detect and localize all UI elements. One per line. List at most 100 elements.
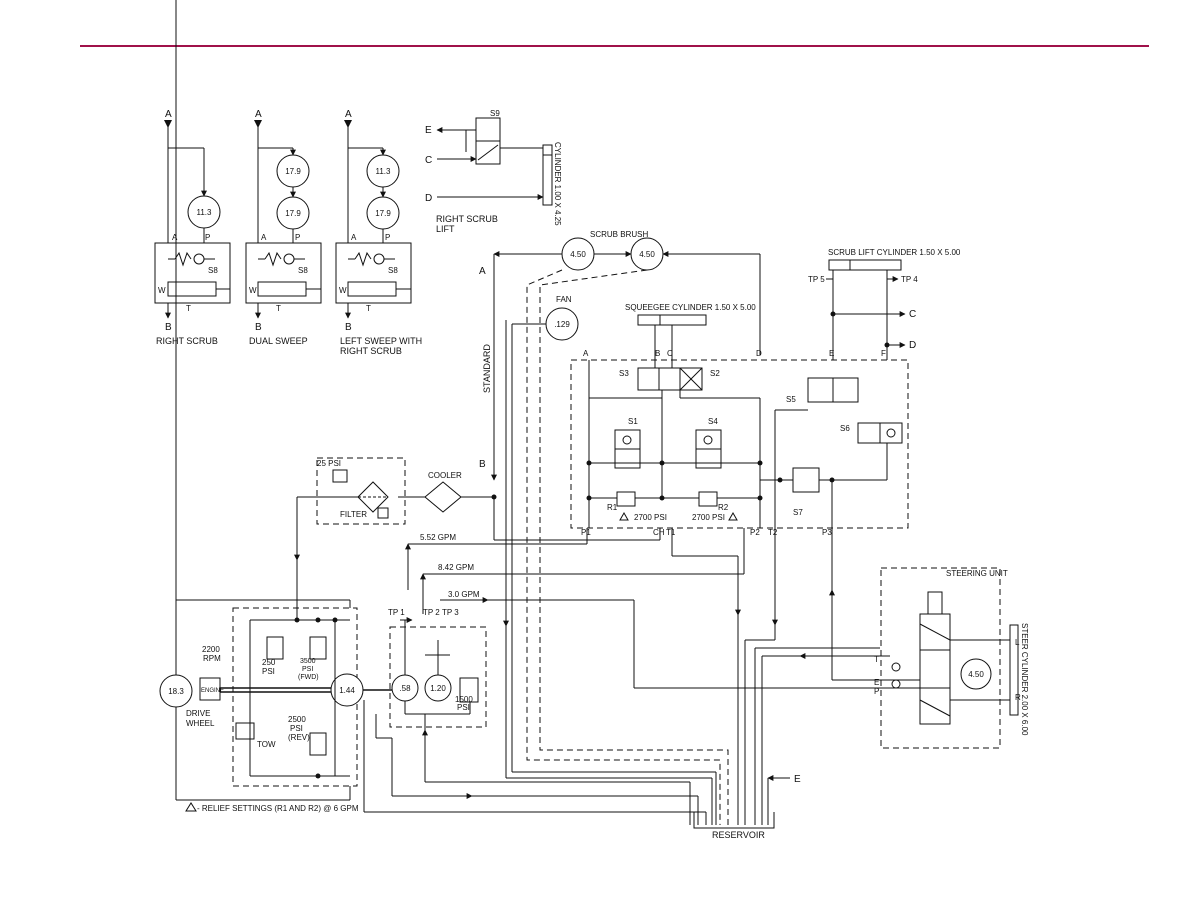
block-port-a: A bbox=[583, 349, 589, 358]
variant2-caption: DUAL SWEEP bbox=[249, 336, 308, 346]
variant2-port-p: P bbox=[295, 233, 300, 242]
filter-box bbox=[316, 457, 406, 525]
tp5-label: TP 5 bbox=[808, 275, 825, 284]
r2-relief bbox=[698, 491, 718, 507]
block-port-b: B bbox=[655, 349, 660, 358]
relief-note: - RELIEF SETTINGS (R1 AND R2) @ 6 GPM bbox=[197, 804, 359, 813]
pump-120-label: 1.20 bbox=[430, 684, 446, 693]
lift-port-d: D bbox=[425, 193, 432, 204]
steer-port-p: P bbox=[874, 687, 879, 696]
block-port-e: E bbox=[829, 349, 834, 358]
block-port-d: D bbox=[756, 349, 762, 358]
psi-2500: 2500 bbox=[288, 715, 306, 724]
block-port-t2: T2 bbox=[768, 528, 778, 537]
header-rule bbox=[80, 45, 1149, 47]
r2-label: R2 bbox=[718, 503, 729, 512]
psi-1500b: PSI bbox=[457, 703, 470, 712]
block-port-t1: T1 bbox=[666, 528, 676, 537]
main-port-b: B bbox=[479, 459, 486, 470]
variant2-port-a: A bbox=[261, 233, 267, 242]
lift-caption-2: LIFT bbox=[436, 224, 455, 234]
standard-label: STANDARD bbox=[482, 344, 492, 393]
right-scrub-lift: S9 E C D CYLINDER 1.00 X 4.25 RIGHT SCRU… bbox=[425, 109, 562, 234]
drive-wheel-motor bbox=[159, 674, 193, 708]
lift-port-c: C bbox=[425, 155, 432, 166]
variant3-top-port: A bbox=[345, 109, 352, 120]
filter-psi: 25 PSI bbox=[317, 459, 341, 468]
aux-pump-box bbox=[389, 626, 487, 728]
squeegee-cylinder bbox=[637, 314, 707, 326]
r1-relief bbox=[616, 491, 636, 507]
fan-motor-label: .129 bbox=[554, 320, 570, 329]
block-port-f: F bbox=[881, 349, 886, 358]
lift-cylinder bbox=[542, 144, 553, 206]
filter-label: FILTER bbox=[340, 510, 367, 519]
s5-label: S5 bbox=[786, 395, 796, 404]
tp2-label: TP 2 bbox=[423, 608, 440, 617]
brush-motor-1-label: 4.50 bbox=[570, 250, 586, 259]
psi-3500: 3500 bbox=[300, 658, 316, 665]
out-c-label: C bbox=[909, 309, 916, 320]
variant1-valve-label: S8 bbox=[208, 266, 218, 275]
flow-2-label: 8.42 GPM bbox=[438, 563, 474, 572]
psi-250: 250 bbox=[262, 658, 276, 667]
s6-label: S6 bbox=[840, 424, 850, 433]
steer-port-t: T bbox=[874, 655, 879, 664]
main-pump-label: 1.44 bbox=[339, 686, 355, 695]
psi-1500: 1500 bbox=[455, 695, 473, 704]
variant3-valve-label: S8 bbox=[388, 266, 398, 275]
steer-cylinder bbox=[1009, 624, 1019, 716]
variant1-port-a: A bbox=[172, 233, 178, 242]
drive-wheel-1: DRIVE bbox=[186, 709, 210, 718]
s7-valve bbox=[792, 467, 820, 493]
block-port-c: C bbox=[667, 349, 673, 358]
drive-wheel-2: WHEEL bbox=[186, 719, 215, 728]
variant1-pump-label: 11.3 bbox=[197, 208, 213, 217]
psi-fwd: (FWD) bbox=[298, 674, 319, 681]
flow-3-label: 3.0 GPM bbox=[448, 590, 480, 599]
cooler-label: COOLER bbox=[428, 471, 462, 480]
variant2-pump-2-label: 17.9 bbox=[285, 209, 301, 218]
s1-label: S1 bbox=[628, 417, 638, 426]
pump-58-label: .58 bbox=[399, 684, 411, 693]
variant3-port-a: A bbox=[351, 233, 357, 242]
variant3-caption-2: RIGHT SCRUB bbox=[340, 346, 402, 356]
variant3-pump-2-label: 17.9 bbox=[375, 209, 391, 218]
variant3-port-p: P bbox=[385, 233, 390, 242]
s3-label: S3 bbox=[619, 369, 629, 378]
rpm-1: 2200 bbox=[202, 645, 220, 654]
variant2-pump-1-label: 17.9 bbox=[285, 167, 301, 176]
steering-unit-label: STEERING UNIT bbox=[946, 569, 1008, 578]
steer-port-l: L bbox=[1015, 638, 1020, 647]
variant-dual-sweep: A 17.9 17.9 A P S8 W T B DUAL SWEEP bbox=[245, 109, 322, 346]
variant3-bottom-port: B bbox=[345, 322, 352, 333]
r2-psi: 2700 PSI bbox=[692, 513, 725, 522]
s4-label: S4 bbox=[708, 417, 718, 426]
psi-3500b: PSI bbox=[302, 666, 313, 673]
scrub-lift-cylinder-label: SCRUB LIFT CYLINDER 1.50 X 5.00 bbox=[828, 248, 961, 257]
variant2-port-t: T bbox=[276, 304, 281, 313]
variant-right-scrub: A 11.3 A P S8 W T B RIGHT SCRUB bbox=[154, 109, 231, 346]
tp1-label: TP 1 bbox=[388, 608, 405, 617]
variant2-port-w: W bbox=[249, 286, 257, 295]
cooler bbox=[424, 481, 462, 513]
steer-motor-label: 4.50 bbox=[968, 670, 984, 679]
manifold-block bbox=[570, 359, 909, 529]
tp4-label: TP 4 bbox=[901, 275, 918, 284]
variant3-port-t: T bbox=[366, 304, 371, 313]
variant3-pump-1-label: 11.3 bbox=[376, 167, 392, 176]
s3-s2-valve bbox=[637, 367, 703, 391]
block-port-p3: P3 bbox=[822, 528, 832, 537]
r1-psi: 2700 PSI bbox=[634, 513, 667, 522]
tp3-label: TP 3 bbox=[442, 608, 459, 617]
drive-wheel-motor-label: 18.3 bbox=[168, 687, 184, 696]
steer-cylinder-label: STEER CYLINDER 2.00 X 6.00 bbox=[1020, 623, 1029, 736]
variant2-bottom-port: B bbox=[255, 322, 262, 333]
psi-rev: (REV) bbox=[288, 733, 310, 742]
steer-port-e: E bbox=[874, 678, 879, 687]
brush-motor-2-label: 4.50 bbox=[639, 250, 655, 259]
variant1-port-p: P bbox=[205, 233, 210, 242]
psi-250b: PSI bbox=[262, 667, 275, 676]
main-port-a: A bbox=[479, 266, 486, 277]
